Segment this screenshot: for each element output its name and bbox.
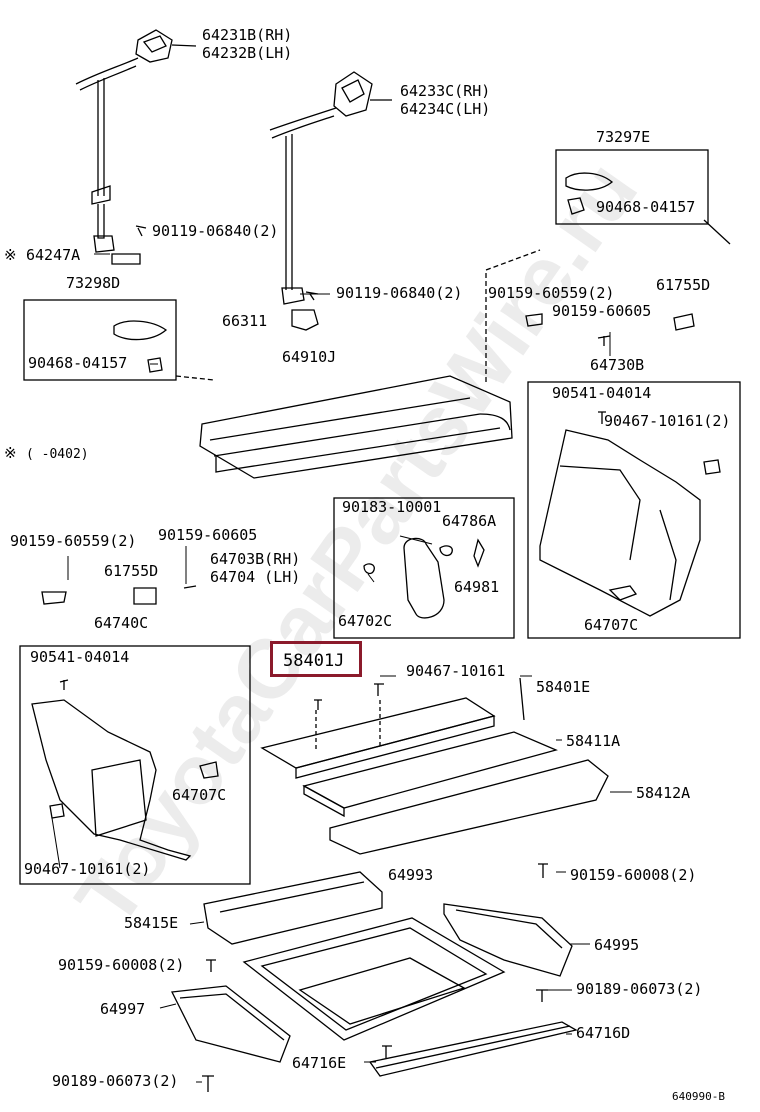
label-58401j: 58401J xyxy=(283,651,344,671)
deck-boards xyxy=(260,697,609,855)
tonneau-cover xyxy=(199,375,513,479)
label-64703b: 64703B(RH) xyxy=(210,550,300,568)
label-64704: 64704 (LH) xyxy=(210,568,300,586)
label-58412a: 58412A xyxy=(636,784,690,802)
label-64997: 64997 xyxy=(100,1000,145,1018)
drawing-lines xyxy=(19,29,741,1092)
label-90159-60559-b: 90159-60559(2) xyxy=(10,532,136,550)
note-range: ( -0402) xyxy=(26,447,89,462)
label-90119-06840-b: 90119-06840(2) xyxy=(336,284,462,302)
diagram-code: 640990-B xyxy=(672,1090,725,1103)
highlight-box-58401j xyxy=(270,641,362,677)
label-61755d-b: 61755D xyxy=(104,562,158,580)
label-64730b: 64730B xyxy=(590,356,644,374)
label-73297e: 73297E xyxy=(596,128,650,146)
label-90189-06073-b: 90189-06073(2) xyxy=(52,1072,178,1090)
label-64232b: 64232B(LH) xyxy=(202,44,292,62)
label-64716d: 64716D xyxy=(576,1024,630,1042)
label-90467-10161-a: 90467-10161(2) xyxy=(604,412,730,430)
label-64910j: 64910J xyxy=(282,348,336,366)
label-64981: 64981 xyxy=(454,578,499,596)
hook-64231b xyxy=(135,29,197,63)
label-layer: 64231B(RH) 64232B(LH) 64233C(RH) 64234C(… xyxy=(4,26,730,1103)
label-90119-06840-a: 90119-06840(2) xyxy=(152,222,278,240)
label-64995: 64995 xyxy=(594,936,639,954)
label-64702c: 64702C xyxy=(338,612,392,630)
label-90159-60008-b: 90159-60008(2) xyxy=(58,956,184,974)
label-58411a: 58411A xyxy=(566,732,620,750)
label-64993: 64993 xyxy=(388,866,433,884)
note-symbol-1: ※ xyxy=(4,246,17,264)
label-64234c: 64234C(LH) xyxy=(400,100,490,118)
label-90159-60008-a: 90159-60008(2) xyxy=(570,866,696,884)
strap-left xyxy=(75,57,139,85)
label-58415e: 58415E xyxy=(124,914,178,932)
label-90183-10001: 90183-10001 xyxy=(342,498,441,516)
label-90159-60605-a: 90159-60605 xyxy=(552,302,651,320)
label-64233c: 64233C(RH) xyxy=(400,82,490,100)
leader-lines xyxy=(51,253,632,1083)
label-64707c-b: 64707C xyxy=(172,786,226,804)
label-90159-60559-a: 90159-60559(2) xyxy=(488,284,614,302)
label-61755d-a: 61755D xyxy=(656,276,710,294)
label-90468-04157-b: 90468-04157 xyxy=(28,354,127,372)
label-90541-04014-b: 90541-04014 xyxy=(30,648,129,666)
label-64231b: 64231B(RH) xyxy=(202,26,292,44)
label-90189-06073-a: 90189-06073(2) xyxy=(576,980,702,998)
label-64740c: 64740C xyxy=(94,614,148,632)
label-64247a: 64247A xyxy=(26,246,80,264)
label-90467-10161-b: 90467-10161 xyxy=(406,662,505,680)
label-66311: 66311 xyxy=(222,312,267,330)
label-90541-04014-a: 90541-04014 xyxy=(552,384,651,402)
label-90467-10161-c: 90467-10161(2) xyxy=(24,860,150,878)
label-64707c-a: 64707C xyxy=(584,616,638,634)
label-73298d: 73298D xyxy=(66,274,120,292)
label-90159-60605-b: 90159-60605 xyxy=(158,526,257,544)
note-symbol-2: ※ xyxy=(4,444,17,462)
watermark: ToyotaCarPartsWire.ru xyxy=(57,145,655,943)
label-90468-04157-a: 90468-04157 xyxy=(596,198,695,216)
hook-64233c xyxy=(333,71,392,117)
storage-tub xyxy=(242,917,506,1041)
label-58401e: 58401E xyxy=(536,678,590,696)
label-64786a: 64786A xyxy=(442,512,496,530)
label-64716e: 64716E xyxy=(292,1054,346,1072)
